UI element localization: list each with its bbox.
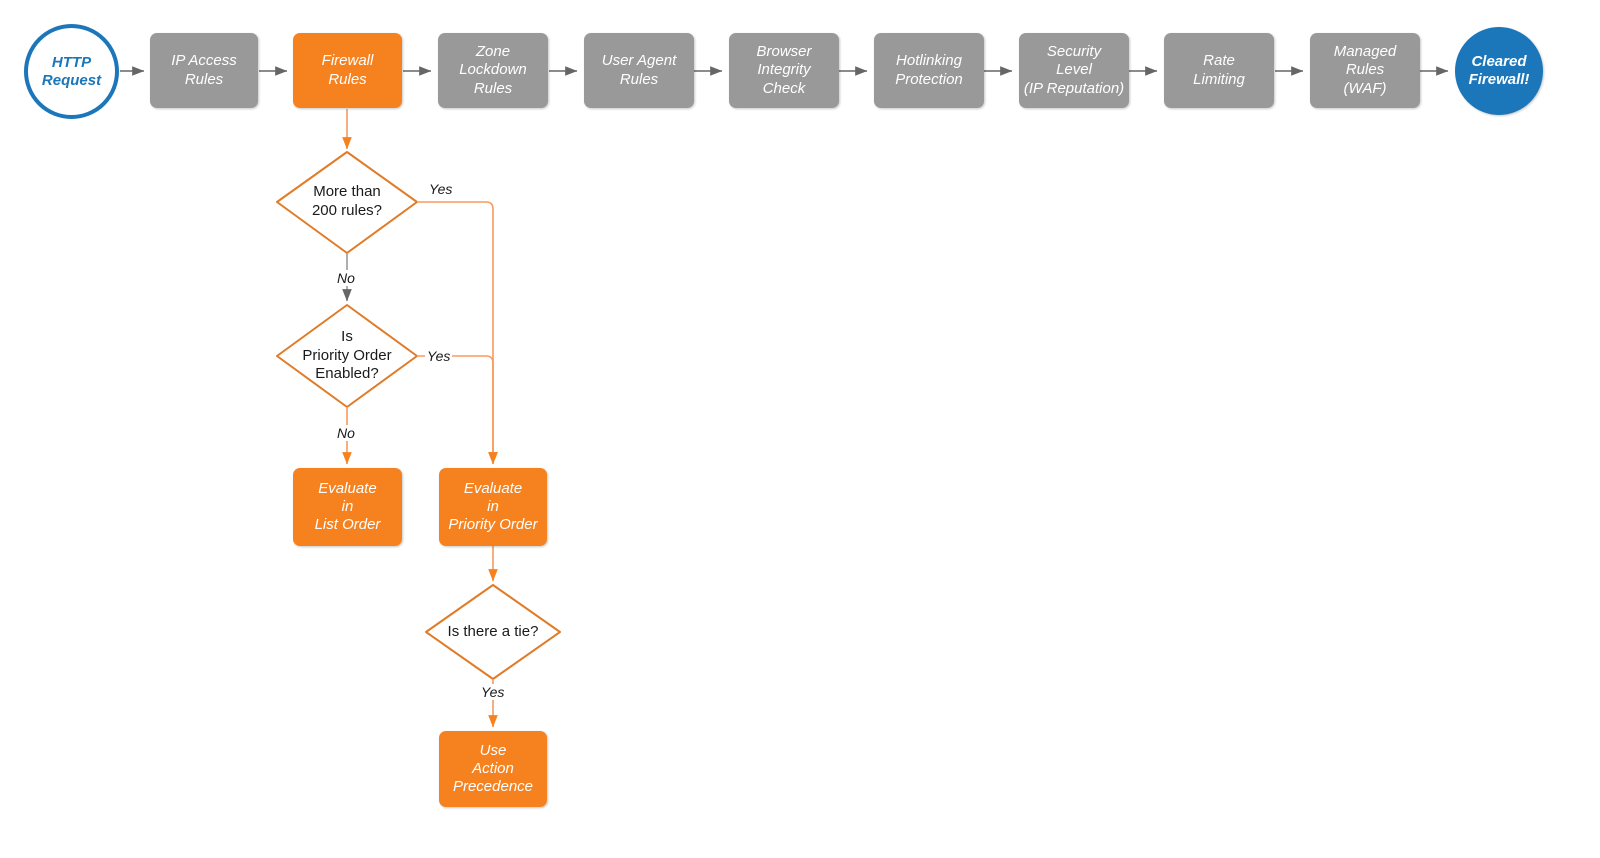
edge-label-yes-more-than-200: Yes <box>427 181 455 197</box>
rate-limiting-line2: Limiting <box>1193 70 1245 88</box>
cleared-firewall-line2: Firewall! <box>1468 71 1530 88</box>
cleared-firewall-line1: Cleared <box>1471 53 1527 70</box>
evaluate-list-order-line3: List Order <box>314 516 381 534</box>
decision-is-there-a-tie-label: Is there a tie? <box>428 612 558 652</box>
edge-label-yes-tie: Yes <box>479 684 507 700</box>
edge-label-no-more-than-200: No <box>335 270 357 286</box>
node-browser-integrity-check[interactable]: Browser Integrity Check <box>729 33 839 108</box>
decision-200-line1: More than <box>313 183 381 201</box>
zone-lockdown-line3: Rules <box>473 79 513 97</box>
firewall-rules-line2: Rules <box>328 70 367 88</box>
node-user-agent-rules[interactable]: User Agent Rules <box>584 33 694 108</box>
hotlinking-line1: Hotlinking <box>896 52 962 70</box>
node-use-action-precedence[interactable]: Use Action Precedence <box>439 731 547 807</box>
zone-lockdown-line2: Lockdown <box>459 61 527 79</box>
ip-access-rules-line2: Rules <box>184 70 224 88</box>
decision-tie-line1: Is there a tie? <box>447 622 539 640</box>
edge-yes-priority-order <box>417 355 498 465</box>
node-hotlinking-protection[interactable]: Hotlinking Protection <box>874 33 984 108</box>
edge-yes-200-rules <box>417 201 498 465</box>
browser-integrity-line1: Browser <box>756 43 812 61</box>
node-managed-rules-waf[interactable]: Managed Rules (WAF) <box>1310 33 1420 108</box>
firewall-rules-line1: Firewall <box>321 52 374 70</box>
node-firewall-rules[interactable]: Firewall Rules <box>293 33 402 108</box>
evaluate-list-order-line2: in <box>341 497 354 515</box>
browser-integrity-line3: Check <box>762 79 806 97</box>
user-agent-line2: Rules <box>619 70 659 88</box>
decision-is-priority-order-label: Is Priority Order Enabled? <box>282 320 412 392</box>
node-evaluate-in-list-order[interactable]: Evaluate in List Order <box>293 468 402 546</box>
http-request-line2: Request <box>41 71 102 89</box>
node-security-level[interactable]: Security Level (IP Reputation) <box>1019 33 1129 108</box>
zone-lockdown-line1: Zone <box>475 43 511 61</box>
rate-limiting-line1: Rate <box>1203 52 1235 70</box>
node-evaluate-in-priority-order[interactable]: Evaluate in Priority Order <box>439 468 547 546</box>
decision-priority-line2: Priority Order <box>302 346 392 364</box>
security-level-line2: Level <box>1056 61 1092 79</box>
user-agent-line1: User Agent <box>601 52 677 70</box>
http-request-line1: HTTP <box>51 53 92 71</box>
evaluate-list-order-line1: Evaluate <box>318 479 377 497</box>
decision-priority-line1: Is <box>341 327 353 345</box>
browser-integrity-line2: Integrity <box>757 61 811 79</box>
evaluate-priority-order-line2: in <box>487 497 499 515</box>
hotlinking-line2: Protection <box>895 70 963 88</box>
use-action-precedence-line1: Use <box>479 741 507 759</box>
decision-priority-line3: Enabled? <box>315 365 379 383</box>
node-rate-limiting[interactable]: Rate Limiting <box>1164 33 1274 108</box>
ip-access-rules-line1: IP Access <box>171 52 237 70</box>
node-zone-lockdown-rules[interactable]: Zone Lockdown Rules <box>438 33 548 108</box>
use-action-precedence-line3: Precedence <box>452 778 534 796</box>
edge-label-yes-priority-order: Yes <box>425 348 453 364</box>
edge-label-no-priority-order: No <box>335 425 357 441</box>
node-http-request[interactable]: HTTP Request <box>24 24 119 119</box>
managed-rules-line1: Managed <box>1333 43 1397 61</box>
node-cleared-firewall[interactable]: Cleared Firewall! <box>1455 27 1543 115</box>
decision-more-than-200-rules-label: More than 200 rules? <box>282 172 412 232</box>
diamond-more-than-200-rules <box>276 151 418 254</box>
managed-rules-line3: (WAF) <box>1343 79 1387 97</box>
diamond-is-priority-order-enabled <box>276 304 418 408</box>
decision-200-line2: 200 rules? <box>311 202 383 219</box>
evaluate-priority-order-line3: Priority Order <box>448 516 538 534</box>
evaluate-priority-order-line1: Evaluate <box>463 479 523 497</box>
security-level-line1: Security <box>1046 43 1102 61</box>
node-ip-access-rules[interactable]: IP Access Rules <box>150 33 258 108</box>
use-action-precedence-line2: Action <box>472 759 514 777</box>
managed-rules-line2: Rules <box>1345 61 1385 79</box>
diamond-is-there-a-tie <box>425 584 561 680</box>
security-level-line3: (IP Reputation) <box>1023 79 1125 97</box>
